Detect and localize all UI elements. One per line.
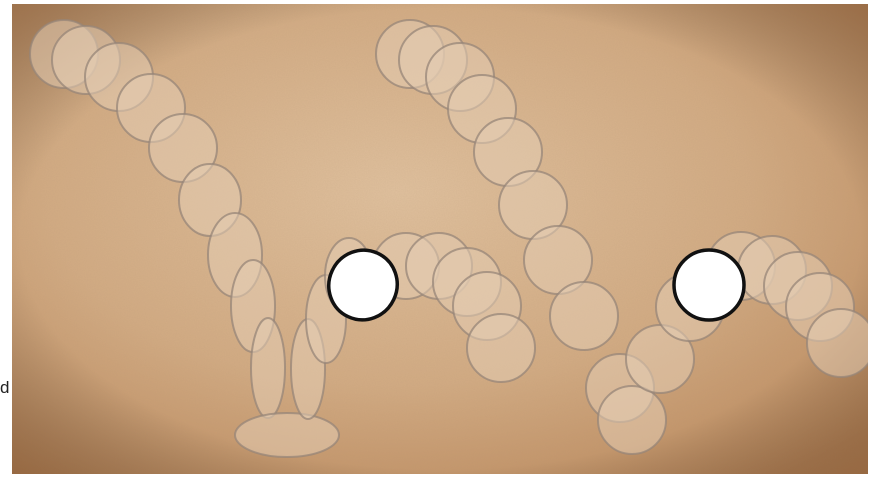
bouncing-ball-artwork [12,4,868,474]
side-label: d [0,378,9,398]
highlight-ball-right [674,250,744,320]
paper-canvas [12,4,868,474]
